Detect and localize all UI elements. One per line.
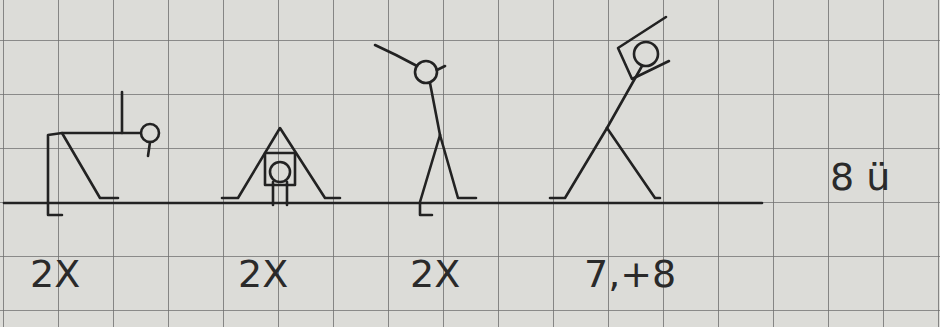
- figure-forward-fold: [222, 128, 340, 205]
- figure-arms-overhead: [550, 17, 669, 198]
- repetition-note: 2X: [238, 255, 288, 293]
- figure-side-stretch: [375, 45, 476, 215]
- repetition-note: 8 ü: [830, 158, 890, 196]
- figure-bent-over: [48, 92, 159, 215]
- repetition-note: 2X: [30, 255, 80, 293]
- repetition-note: 7,+8: [584, 255, 676, 293]
- repetition-note: 2X: [410, 255, 460, 293]
- floor-line: [4, 202, 762, 205]
